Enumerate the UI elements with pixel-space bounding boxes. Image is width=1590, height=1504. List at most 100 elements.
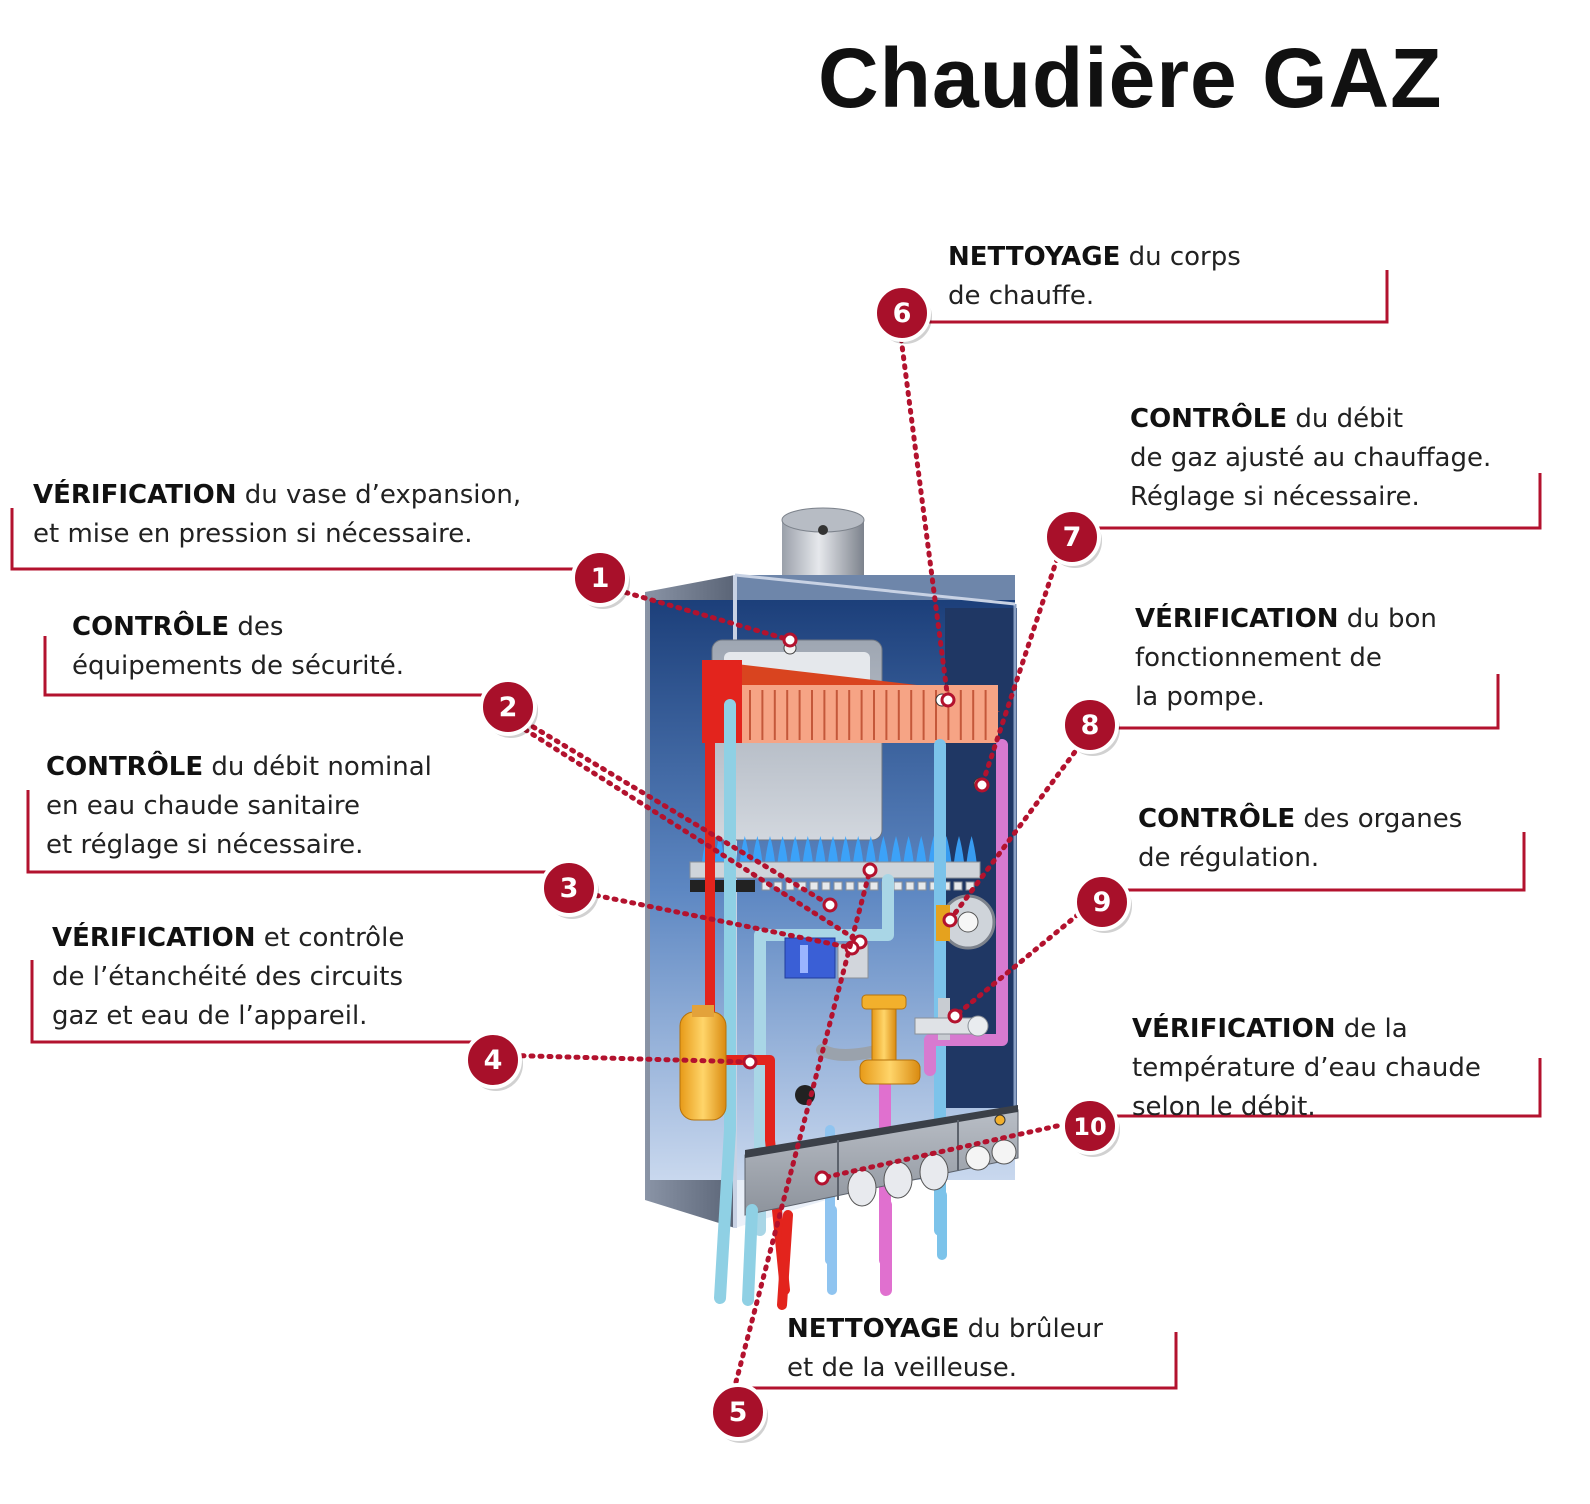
callout-4-line2: de l’étanchéité des circuits — [52, 962, 403, 992]
leader-dots-4 — [492, 1052, 753, 1065]
burner-tooth — [821, 881, 831, 891]
marker-number-6: 6 — [893, 298, 912, 329]
leader-frame-8 — [1087, 674, 1500, 730]
callout-1-rest: du vase d’expansion, — [236, 480, 522, 510]
callout-10-line3: selon le débit. — [1132, 1092, 1316, 1122]
callout-10-line2: température d’eau chaude — [1132, 1053, 1481, 1083]
marker-number-7: 7 — [1063, 522, 1082, 553]
callout-4-line3: gaz et eau de l’appareil. — [52, 1001, 368, 1031]
leader-frame-1 — [10, 508, 575, 571]
target-dot-9 — [947, 1008, 963, 1024]
callout-3: CONTRÔLE du débit nominal en eau chaude … — [46, 748, 432, 865]
marker-6: 6 — [873, 284, 932, 344]
marker-10: 10 — [1061, 1097, 1120, 1157]
leader-frame-4 — [30, 960, 473, 1044]
marker-circle-6 — [873, 284, 931, 342]
burner-tooth — [785, 881, 795, 891]
leader-dots-7 — [979, 547, 1063, 788]
brass-valve-group — [859, 994, 989, 1085]
callout-7: CONTRÔLE du débit de gaz ajusté au chauf… — [1130, 400, 1491, 517]
flame — [853, 836, 864, 862]
number-markers: 1 2 3 4 5 6 7 8 9 10 — [464, 284, 1132, 1443]
flame — [916, 836, 927, 862]
marker-2: 2 — [479, 678, 538, 738]
burner-tooth — [905, 881, 915, 891]
leader-frame-6 — [906, 270, 1389, 324]
callout-1-line2: et mise en pression si nécessaire. — [33, 519, 473, 549]
marker-number-5: 5 — [729, 1397, 748, 1428]
marker-3: 3 — [540, 859, 599, 919]
callout-3-line2: en eau chaude sanitaire — [46, 791, 361, 821]
callout-7-rest: du débit — [1287, 404, 1404, 434]
flame — [840, 836, 851, 862]
burner-tooth — [893, 881, 903, 891]
marker-number-9: 9 — [1093, 887, 1112, 918]
marker-circle-1 — [571, 549, 629, 607]
burner-tooth — [845, 881, 855, 891]
leader-dots-6 — [897, 327, 951, 703]
callout-1: VÉRIFICATION du vase d’expansion, et mis… — [33, 476, 521, 554]
callout-2-rest: des — [229, 612, 284, 642]
target-dot-2 — [822, 897, 838, 913]
callout-2: CONTRÔLE des équipements de sécurité. — [72, 608, 404, 686]
page-title: Chaudière GAZ — [818, 31, 1443, 125]
callout-3-rest: du débit nominal — [203, 752, 432, 782]
callout-5: NETTOYAGE du brûleur et de la veilleuse. — [787, 1310, 1103, 1388]
flame — [954, 836, 964, 862]
leader-frame-7 — [1068, 473, 1542, 530]
callout-7-line2: de gaz ajusté au chauffage. — [1130, 443, 1492, 473]
target-dot-4 — [742, 1054, 758, 1070]
flame — [815, 836, 826, 862]
callout-5-rest: du brûleur — [959, 1314, 1103, 1344]
flame — [878, 836, 889, 862]
callout-7-bold: CONTRÔLE — [1130, 404, 1288, 434]
marker-number-10: 10 — [1073, 1113, 1106, 1141]
burner-tooth — [809, 881, 819, 891]
callout-8-bold: VÉRIFICATION — [1135, 604, 1339, 634]
leader-dots-10 — [819, 1121, 1069, 1181]
callout-8-line3: la pompe. — [1135, 682, 1265, 712]
target-dot-10 — [814, 1170, 830, 1186]
outlet-pipes — [742, 1190, 947, 1310]
marker-7: 7 — [1043, 508, 1102, 568]
flame — [790, 836, 801, 862]
expansion-vessel — [679, 1005, 727, 1121]
flame — [891, 836, 901, 862]
callout-2-bold: CONTRÔLE — [72, 612, 230, 642]
marker-number-8: 8 — [1081, 710, 1100, 741]
burner-tooth — [917, 881, 927, 891]
marker-8: 8 — [1061, 696, 1120, 756]
callout-6: NETTOYAGE du corps de chauffe. — [948, 238, 1241, 316]
callout-4-rest: et contrôle — [255, 923, 405, 953]
leader-dots-8 — [947, 742, 1083, 923]
callout-7-line3: Réglage si nécessaire. — [1130, 482, 1420, 512]
heat-exchanger — [702, 660, 1000, 743]
callout-2-line2: équipements de sécurité. — [72, 651, 404, 681]
marker-number-3: 3 — [560, 873, 579, 904]
marker-number-2: 2 — [499, 692, 518, 723]
flame — [765, 836, 775, 862]
callout-8-line2: fonctionnement de — [1135, 643, 1382, 673]
callout-8-rest: du bon — [1338, 604, 1437, 634]
burner-tooth — [869, 881, 879, 891]
callout-9-bold: CONTRÔLE — [1138, 804, 1296, 834]
marker-number-4: 4 — [484, 1045, 503, 1076]
marker-4: 4 — [464, 1031, 523, 1091]
marker-number-1: 1 — [591, 563, 610, 594]
leader-frame-2 — [43, 636, 488, 697]
flame — [865, 836, 876, 862]
leader-dots-9 — [952, 900, 1095, 1019]
burner-tooth — [953, 881, 963, 891]
marker-circle-7 — [1043, 508, 1101, 566]
callout-1-bold: VÉRIFICATION — [33, 480, 237, 510]
marker-1: 1 — [571, 549, 630, 609]
callout-4-bold: VÉRIFICATION — [52, 923, 256, 953]
marker-circle-8 — [1061, 696, 1119, 754]
flame — [966, 836, 977, 862]
callout-9-rest: des organes — [1295, 804, 1463, 834]
flame — [828, 836, 838, 862]
callout-4: VÉRIFICATION et contrôle de l’étanchéité… — [52, 919, 404, 1036]
target-dot-7 — [974, 777, 990, 793]
callout-10-bold: VÉRIFICATION — [1132, 1014, 1336, 1044]
callout-5-bold: NETTOYAGE — [787, 1314, 960, 1344]
